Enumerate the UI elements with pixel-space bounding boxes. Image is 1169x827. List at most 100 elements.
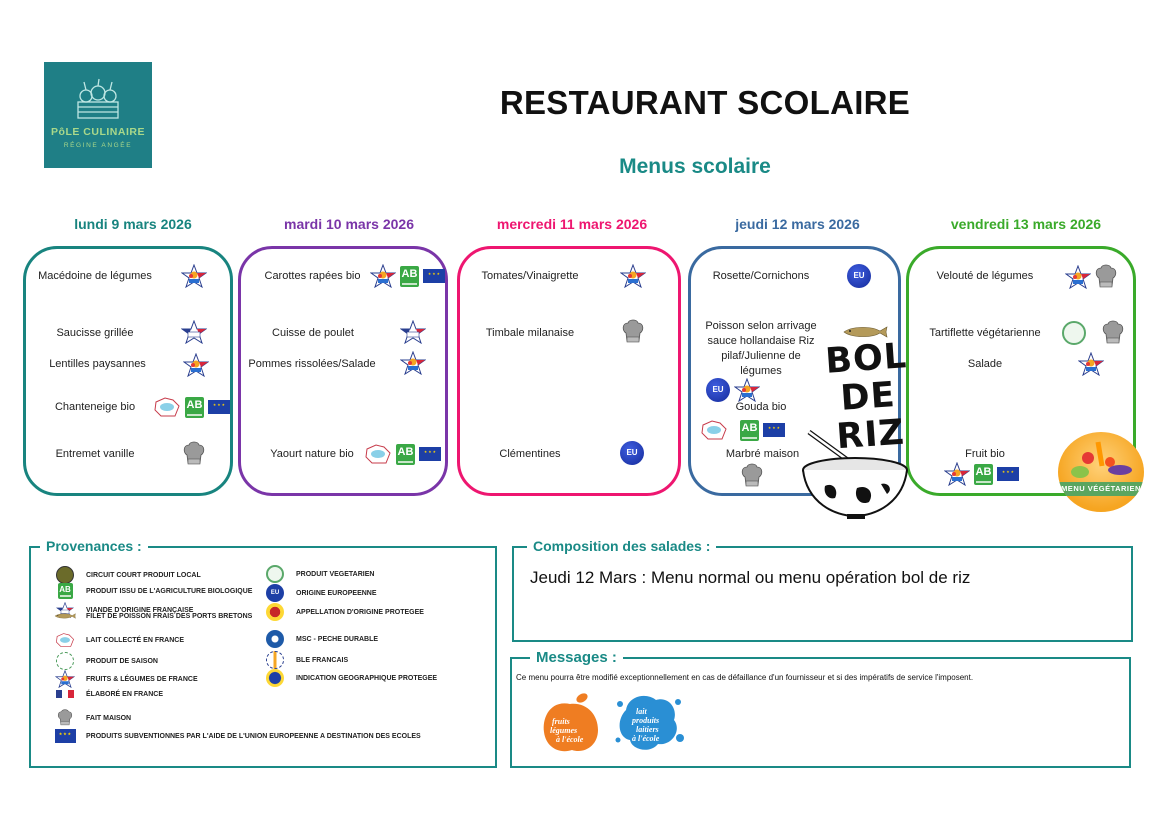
page-subtitle: Menus scolaire — [619, 155, 771, 178]
fruits-legumes-france-icon — [1078, 352, 1104, 376]
vegetables-icon — [1071, 441, 1132, 478]
messages-title: Messages : — [530, 649, 623, 666]
produit-vegetarien-icon — [266, 565, 284, 583]
lait-produits-laitiers-ecole-logo: lait produits laitiers à l'école — [615, 695, 684, 750]
day-title-tuesday: mardi 10 mars 2026 — [284, 216, 414, 232]
day-box-monday — [23, 246, 233, 496]
dish-timbale: Timbale milanaise — [485, 327, 575, 339]
viande-francaise-icon — [400, 320, 426, 344]
lait-france-icon — [55, 632, 75, 648]
day-box-wednesday — [457, 246, 681, 496]
lait-france-icon — [700, 419, 728, 441]
legend-item: FAIT MAISON — [54, 709, 131, 727]
dish-marbre: Marbré maison — [725, 448, 800, 460]
legend-item: CIRCUIT COURT PRODUIT LOCAL — [54, 566, 201, 584]
svg-text:légumes: légumes — [550, 726, 577, 735]
dish-lentilles: Lentilles paysannes — [49, 358, 146, 370]
dish-entremet: Entremet vanille — [55, 448, 135, 460]
day-title-thursday: jeudi 12 mars 2026 — [735, 216, 860, 232]
produit-vegetarien-icon — [1062, 321, 1086, 345]
ab-bio-icon: AB — [185, 396, 204, 418]
rice-bowl-icon — [802, 429, 908, 519]
fruits-legumes-france-icon — [55, 670, 75, 688]
svg-text:produits: produits — [631, 716, 659, 725]
poisson-bretons-icon — [54, 612, 76, 620]
logo-subtitle: RÉGINE ANGÉE — [63, 142, 133, 149]
fait-maison-icon — [741, 463, 763, 489]
svg-text:laitiers: laitiers — [636, 725, 659, 734]
ab-bio-icon: AB — [57, 583, 73, 599]
dish-fruit-bio: Fruit bio — [965, 448, 1005, 460]
fruits-legumes-france-icon — [183, 353, 209, 377]
pole-culinaire-logo: PôLE CULINAIRE RÉGINE ANGÉE — [44, 62, 152, 168]
legend-item: INDICATION GEOGRAPHIQUE PROTEGEE — [264, 669, 437, 687]
dish-yaourt: Yaourt nature bio — [270, 448, 354, 460]
elabore-france-icon — [56, 690, 74, 698]
fruits-legumes-france-icon — [181, 264, 207, 288]
dish-chanteneige: Chanteneige bio — [54, 401, 136, 413]
day-title-friday: vendredi 13 mars 2026 — [950, 216, 1102, 232]
ab-bio-icon: AB — [396, 443, 415, 465]
legend-item: FILET DE POISSON FRAIS DES PORTS BRETONS — [54, 612, 252, 620]
composition-title: Composition des salades : — [527, 538, 717, 554]
dish-rosette: Rosette/Cornichons — [712, 270, 810, 282]
circuit-court-icon — [56, 566, 74, 584]
dish-poisson: Poisson selon arrivage sauce hollandaise… — [705, 320, 817, 377]
dish-salade: Salade — [967, 358, 1003, 370]
dish-clementines: Clémentines — [499, 448, 561, 460]
legend-item: FRUITS & LÉGUMES DE FRANCE — [54, 670, 198, 688]
legend-item: MSC - PECHE DURABLE — [264, 630, 378, 648]
legend-item: BLE FRANCAIS — [264, 651, 348, 669]
ab-bio-icon: AB — [400, 265, 419, 287]
legend-item: PRODUIT DE SAISON — [54, 652, 158, 670]
fait-maison-icon — [1095, 264, 1117, 290]
eu-flag-icon — [763, 423, 785, 437]
fruits-legumes-france-icon — [620, 264, 646, 288]
produit-saison-icon — [56, 652, 74, 670]
fruits-legumes-france-icon — [400, 351, 426, 375]
viande-francaise-icon — [181, 320, 207, 344]
dish-veloute: Velouté de légumes — [936, 270, 1034, 282]
messages-text: Ce menu pourra être modifié exceptionnel… — [516, 673, 974, 682]
origine-europeenne-icon: EU — [847, 264, 871, 288]
day-title-monday: lundi 9 mars 2026 — [74, 216, 192, 232]
menu-vegetarien-badge: MENU VÉGÉTARIEN — [1058, 432, 1144, 512]
composition-text: Jeudi 12 Mars : Menu normal ou menu opér… — [530, 568, 971, 587]
day-box-thursday — [688, 246, 901, 496]
day-box-tuesday — [238, 246, 448, 496]
day-title-wednesday: mercredi 11 mars 2026 — [496, 216, 648, 232]
legend-item: VIANDE D'ORIGINE FRANÇAISE — [54, 602, 193, 618]
legend-item: AB PRODUIT ISSU DE L'AGRICULTURE BIOLOGI… — [54, 583, 252, 599]
dish-carottes: Carottes rapées bio — [264, 270, 361, 282]
svg-text:à l'école: à l'école — [632, 734, 660, 743]
dish-cuisse-poulet: Cuisse de poulet — [272, 327, 354, 339]
dish-tomates: Tomates/Vinaigrette — [481, 270, 579, 282]
dish-gouda: Gouda bio — [735, 401, 787, 413]
day-box-friday — [906, 246, 1136, 496]
fruits-legumes-france-icon — [944, 462, 970, 486]
messages-panel — [510, 657, 1131, 768]
composition-panel — [512, 546, 1133, 642]
origine-europeenne-icon: EU — [620, 441, 644, 465]
eu-flag-icon — [208, 400, 230, 414]
dish-saucisse: Saucisse grillée — [56, 327, 134, 339]
legend-item: PRODUITS SUBVENTIONNES PAR L'AIDE DE L'U… — [54, 729, 421, 743]
eu-flag-icon — [997, 467, 1019, 481]
fait-maison-icon — [183, 441, 205, 467]
page-title: RESTAURANT SCOLAIRE — [499, 84, 911, 121]
logo-title: PôLE CULINAIRE — [51, 126, 145, 138]
svg-text:à l'école: à l'école — [556, 735, 584, 744]
lait-france-icon — [153, 396, 181, 418]
origine-europeenne-icon: EU — [266, 584, 284, 602]
fait-maison-icon — [57, 709, 73, 727]
fait-maison-icon — [1102, 320, 1124, 346]
legend-item: APPELLATION D'ORIGINE PROTEGEE — [264, 603, 424, 621]
svg-text:fruits: fruits — [552, 717, 570, 726]
vegetable-crate-icon — [77, 78, 119, 119]
fruits-legumes-france-icon — [734, 378, 760, 402]
ble-francais-icon — [266, 651, 284, 669]
ab-bio-icon: AB — [974, 463, 993, 485]
fruits-legumes-france-icon — [1065, 265, 1091, 289]
menu-vegetarien-label: MENU VÉGÉTARIEN — [1058, 482, 1144, 496]
lait-france-icon — [364, 443, 392, 465]
